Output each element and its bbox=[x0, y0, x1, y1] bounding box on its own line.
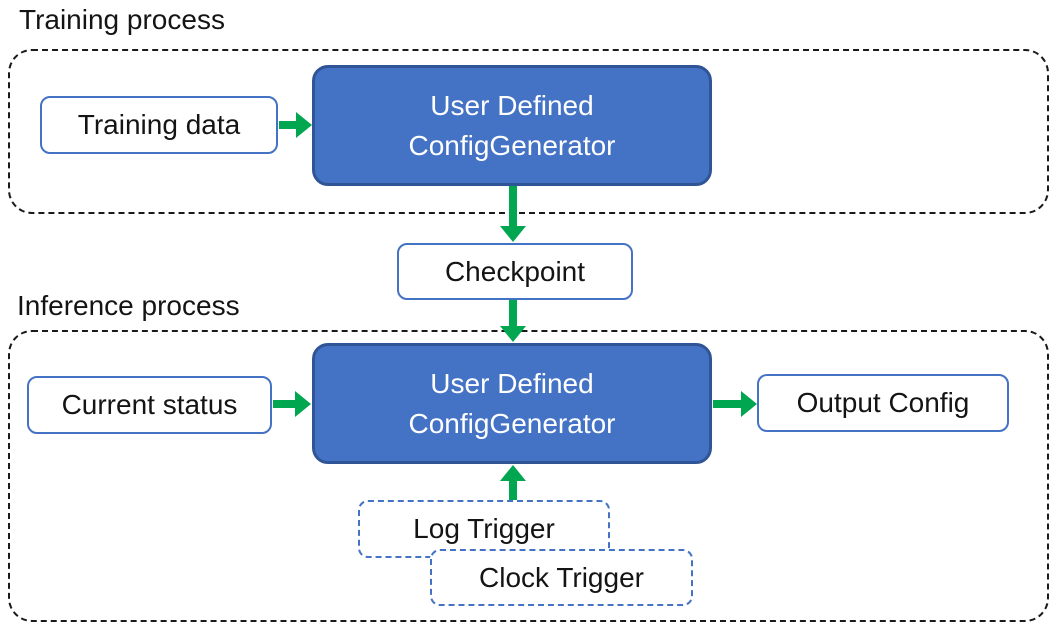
config-generator-node-training: User Defined ConfigGenerator bbox=[312, 65, 712, 186]
config-generator-training-line1: User Defined bbox=[430, 89, 594, 121]
inference-process-container bbox=[8, 330, 1049, 622]
arrow-generator-to-output-config bbox=[713, 391, 757, 417]
output-config-node: Output Config bbox=[757, 374, 1009, 432]
current-status-node: Current status bbox=[27, 376, 272, 434]
training-data-node: Training data bbox=[40, 96, 278, 154]
config-generator-training-line2: ConfigGenerator bbox=[408, 129, 616, 161]
arrow-current-status-to-generator bbox=[273, 391, 311, 417]
config-generator-inference-line2: ConfigGenerator bbox=[408, 407, 616, 439]
training-process-container bbox=[8, 49, 1049, 214]
inference-process-label: Inference process bbox=[17, 290, 240, 321]
training-process-label: Training process bbox=[19, 4, 225, 35]
arrow-training-data-to-generator bbox=[279, 112, 312, 138]
config-generator-inference-line1: User Defined bbox=[430, 367, 594, 399]
clock-trigger-node: Clock Trigger bbox=[430, 549, 693, 606]
log-trigger-node: Log Trigger bbox=[358, 500, 610, 558]
arrow-triggers-to-generator bbox=[500, 465, 526, 500]
checkpoint-node: Checkpoint bbox=[397, 243, 633, 300]
arrow-generator-to-checkpoint bbox=[500, 186, 526, 242]
arrow-checkpoint-to-generator bbox=[500, 300, 526, 342]
config-generator-node-inference: User Defined ConfigGenerator bbox=[312, 343, 712, 464]
